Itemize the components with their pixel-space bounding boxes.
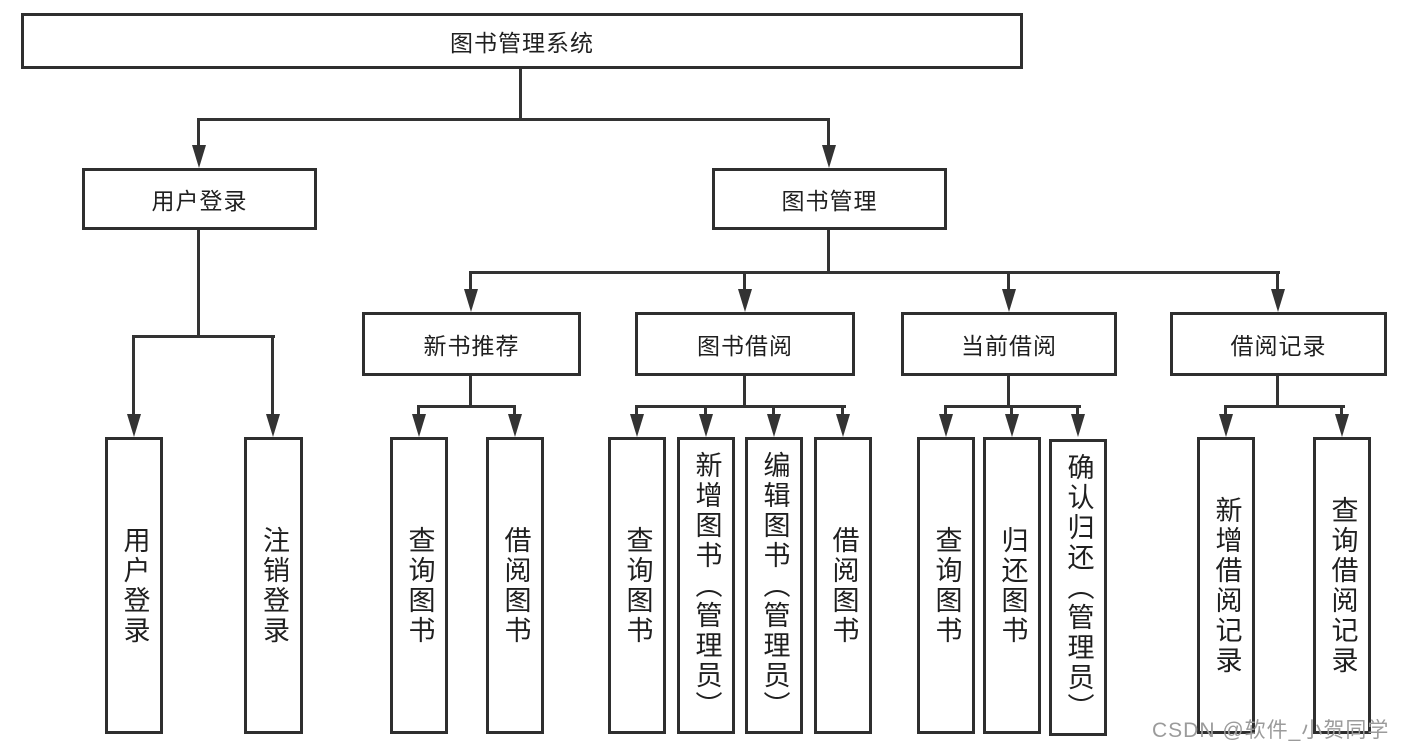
csdn-watermark: CSDN @软件_小贺同学 (1152, 719, 1390, 742)
connector-line (1224, 405, 1227, 417)
node-new-book-recommend: 新书推荐 (362, 312, 581, 376)
leaf-borrow-edit-books-admin: 编辑图书（管理员） (745, 437, 803, 734)
node-book-borrow: 图书借阅 (635, 312, 855, 376)
connector-line (417, 405, 516, 408)
arrowhead-icon (127, 414, 141, 437)
node-root-library-system: 图书管理系统 (21, 13, 1023, 69)
connector-line (519, 69, 522, 118)
leaf-borrow-query-books: 查询图书 (608, 437, 666, 734)
leaf-current-query-books: 查询图书 (917, 437, 975, 734)
arrowhead-icon (1271, 289, 1285, 312)
connector-line (944, 405, 947, 417)
leaf-records-add-record: 新增借阅记录 (1197, 437, 1255, 734)
connector-line (1340, 405, 1343, 417)
connector-line (513, 405, 516, 417)
connector-line (469, 271, 1280, 274)
arrowhead-icon (699, 414, 713, 437)
connector-line (704, 405, 707, 417)
arrowhead-icon (1002, 289, 1016, 312)
arrowhead-icon (508, 414, 522, 437)
leaf-records-query-record: 查询借阅记录 (1313, 437, 1371, 734)
connector-line (841, 405, 844, 417)
node-borrow-records: 借阅记录 (1170, 312, 1387, 376)
leaf-recommend-borrow-books: 借阅图书 (486, 437, 544, 734)
leaf-borrow-borrow-books: 借阅图书 (814, 437, 872, 734)
arrowhead-icon (1335, 414, 1349, 437)
leaf-borrow-add-books-admin: 新增图书（管理员） (677, 437, 735, 734)
connector-line (271, 335, 274, 417)
arrowhead-icon (767, 414, 781, 437)
arrowhead-icon (630, 414, 644, 437)
arrowhead-icon (939, 414, 953, 437)
arrowhead-icon (192, 145, 206, 168)
leaf-current-return-books: 归还图书 (983, 437, 1041, 734)
arrowhead-icon (836, 414, 850, 437)
connector-line (132, 335, 135, 417)
node-user-login: 用户登录 (82, 168, 317, 230)
connector-line (1276, 271, 1279, 292)
arrowhead-icon (738, 289, 752, 312)
connector-line (197, 230, 200, 335)
connector-line (635, 405, 638, 417)
connector-line (772, 405, 775, 417)
connector-line (197, 118, 200, 148)
leaf-current-confirm-return-admin: 确认归还（管理员） (1049, 439, 1107, 736)
connector-line (743, 271, 746, 292)
leaf-recommend-query-books: 查询图书 (390, 437, 448, 734)
arrowhead-icon (266, 414, 280, 437)
connector-line (827, 230, 830, 271)
connector-line (417, 405, 420, 417)
connector-line (1007, 376, 1010, 405)
arrowhead-icon (1219, 414, 1233, 437)
connector-line (827, 118, 830, 148)
connector-line (743, 376, 746, 405)
connector-line (469, 376, 472, 405)
leaf-user-login: 用户登录 (105, 437, 163, 734)
connector-line (1007, 271, 1010, 292)
arrowhead-icon (1005, 414, 1019, 437)
leaf-logout: 注销登录 (244, 437, 303, 734)
arrowhead-icon (822, 145, 836, 168)
connector-line (132, 335, 275, 338)
connector-line (197, 118, 830, 121)
arrowhead-icon (1071, 414, 1085, 437)
node-book-management: 图书管理 (712, 168, 947, 230)
connector-line (1224, 405, 1345, 408)
connector-line (635, 405, 846, 408)
node-current-borrow: 当前借阅 (901, 312, 1117, 376)
arrowhead-icon (412, 414, 426, 437)
connector-line (1010, 405, 1013, 417)
connector-line (1276, 376, 1279, 405)
connector-line (1076, 405, 1079, 417)
connector-line (469, 271, 472, 292)
arrowhead-icon (464, 289, 478, 312)
